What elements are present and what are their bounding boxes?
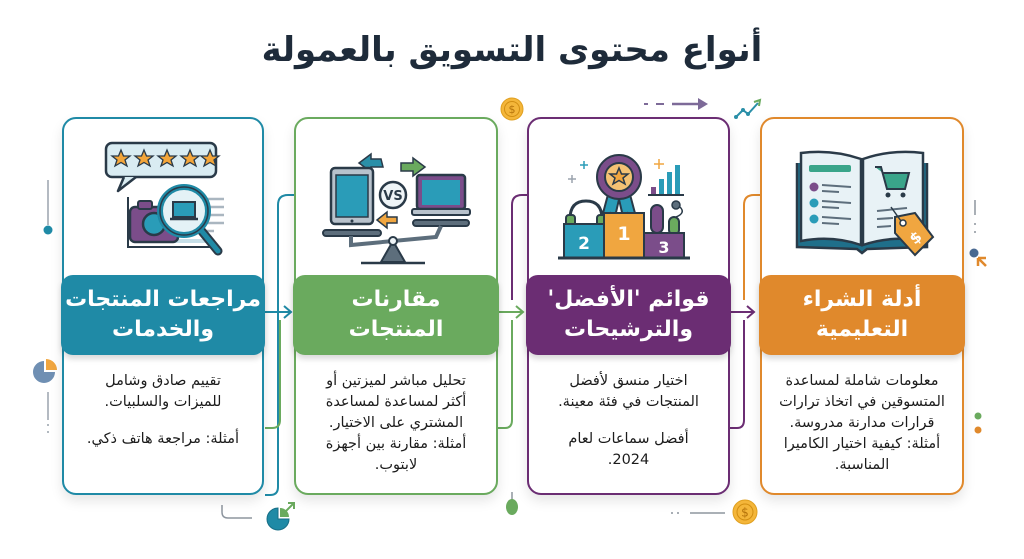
card-header: أدلة الشراء التعليمية [759,275,965,355]
example-line: أمثلة: مقارنة بين أجهزة [325,436,467,452]
podium-award-icon: 2 1 3 [557,153,690,259]
description-line: اختيار منسق لأفضل [569,373,688,389]
header-line: قوائم 'الأفضل' [547,287,710,312]
header-line: المنتجات [348,317,444,342]
description-line: المتسوقين في اتخاذ ترارات [779,394,945,410]
svg-text:1: 1 [617,223,630,245]
svg-text:$: $ [509,103,516,116]
description-line: تحليل مباشر لميزتين أو [326,373,466,389]
header-line: أدلة الشراء [802,287,922,312]
coin-icon: $ [500,97,524,121]
card-header: قوائم 'الأفضل' والترشيحات [526,275,731,355]
svg-text:3: 3 [658,238,669,257]
svg-text:VS: VS [383,189,402,204]
description-line: تقييم صادق وشامل [105,373,221,389]
description-line: أكثر لمساعدة لمساعدة [325,394,467,410]
description-line: للميزات والسلبيات. [104,394,222,410]
card-product-comparisons: VS مقارنات المنتجات تحليل مباشر لميزتين … [293,117,499,495]
description-line: معلومات شاملة لمساعدة [785,373,939,389]
guide-illustration: $ [762,129,962,274]
card-best-lists: 2 1 3 قوائم 'الأفضل' والترشيحات اختيار م… [526,117,731,495]
card-header: مقارنات المنتجات [293,275,499,355]
book-cart-tag-icon: $ [795,150,935,256]
description-line: قرارات مدارنة مدروسة. [789,415,935,431]
example-line: أفضل سماعات لعام [568,431,689,447]
header-line: والخدمات [111,317,215,342]
example-line: 2024. [607,452,650,468]
card-description: تحليل مباشر لميزتين أو أكثر لمساعدة لمسا… [308,371,484,476]
example-line: أمثلة: مراجعة هاتف ذكي. [86,431,240,447]
coin-icon: $ [732,499,758,525]
card-header: مراجعات المنتجات والخدمات [61,275,265,355]
card-buying-guides: $ أدلة الشراء التعليمية معلومات شاملة لم… [759,117,965,495]
card-description: معلومات شاملة لمساعدة المتسوقين في اتخاذ… [774,371,950,476]
page-title: أنواع محتوى التسويق بالعمولة [261,30,763,70]
example-line: المناسبة. [834,457,890,473]
svg-text:2: 2 [578,234,590,254]
review-illustration [64,129,262,274]
card-description: تقييم صادق وشامل للميزات والسلبيات. أمثل… [76,371,250,450]
header-line: مقارنات [351,287,441,312]
header-line: والترشيحات [564,317,693,342]
example-line: أمثلة: كيفية اختيار الكاميرا [783,436,941,452]
podium-illustration: 2 1 3 [529,129,728,274]
header-line: التعليمية [815,317,909,342]
example-line: لابتوب. [374,457,418,473]
pie-chart-growth-icon [266,502,295,531]
tablet-vs-laptop-scale-icon: VS [322,152,471,264]
svg-text:$: $ [741,506,749,520]
card-description: اختيار منسق لأفضل المنتجات في فئة معينة.… [541,371,716,471]
comparison-illustration: VS [296,129,496,274]
description-line: المشتري على الاختيار. [328,415,464,431]
magnifier-camera-review-icon [104,141,224,255]
description-line: المنتجات في فئة معينة. [558,394,699,410]
card-product-reviews: مراجعات المنتجات والخدمات تقييم صادق وشا… [61,117,265,495]
header-line: مراجعات المنتجات [65,287,261,312]
pie-chart-icon [33,359,57,383]
